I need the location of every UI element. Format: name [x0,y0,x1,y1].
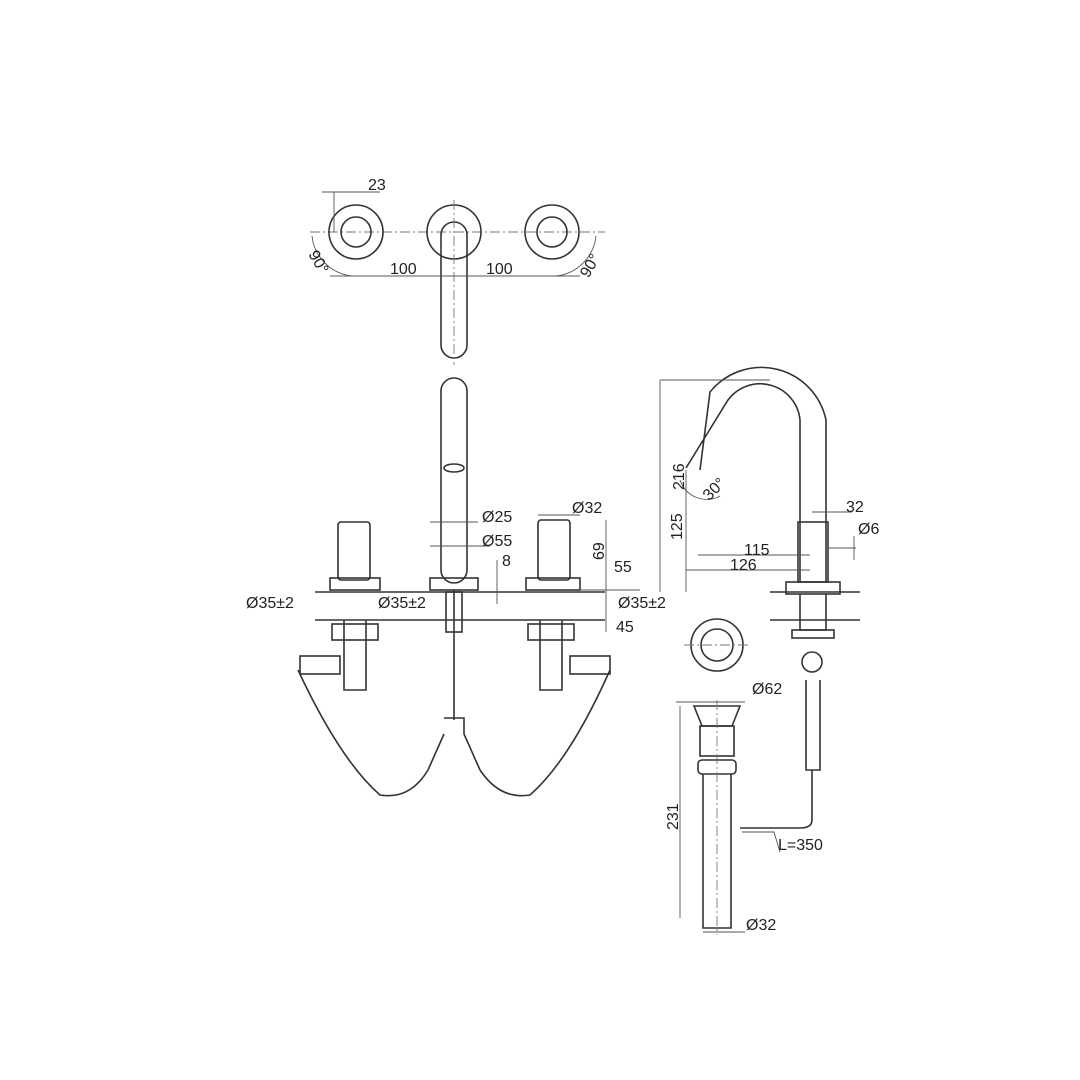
dim-handle-height: 69 [591,542,608,560]
dim-lever-offset: 32 [846,499,864,516]
dim-angle-left: 90° [305,248,332,277]
dim-handle-dia: Ø32 [572,500,602,517]
dim-spout-dia: Ø25 [482,509,512,526]
dim-spacing-right: 100 [486,261,513,278]
dim-outlet-height: 125 [669,513,686,540]
front-view: Ø25 Ø55 8 Ø32 69 55 Ø35±2 Ø35±2 Ø35±2 45 [246,377,666,797]
side-view: 216 125 30° 32 Ø6 115 126 [659,366,879,829]
dim-offset: 23 [368,177,386,194]
top-view: 23 100 100 90° 90° [305,177,605,365]
dim-base-dia: Ø55 [482,533,512,550]
dim-reach-inner: 115 [744,542,770,559]
dim-angle-right: 90° [577,251,604,280]
dim-lever-dia: Ø6 [858,521,879,538]
dim-tail-dia: Ø32 [746,917,776,934]
dim-spacing-left: 100 [390,261,417,278]
drain-assembly: Ø62 231 L=350 Ø32 [665,618,823,935]
dim-reach-outer: 126 [730,557,757,574]
dim-hole-center: Ø35±2 [378,595,426,612]
dim-total-height: 216 [671,463,688,490]
dim-hole-right: Ø35±2 [618,595,666,612]
dim-drain-height: 231 [665,803,682,830]
dim-deck-thickness: 45 [616,619,634,636]
dim-thickness: 8 [502,553,511,570]
dim-base-height: 55 [614,559,632,576]
dim-rod-length: L=350 [778,837,823,854]
dim-hole-left: Ø35±2 [246,595,294,612]
dim-flange-dia: Ø62 [752,681,782,698]
